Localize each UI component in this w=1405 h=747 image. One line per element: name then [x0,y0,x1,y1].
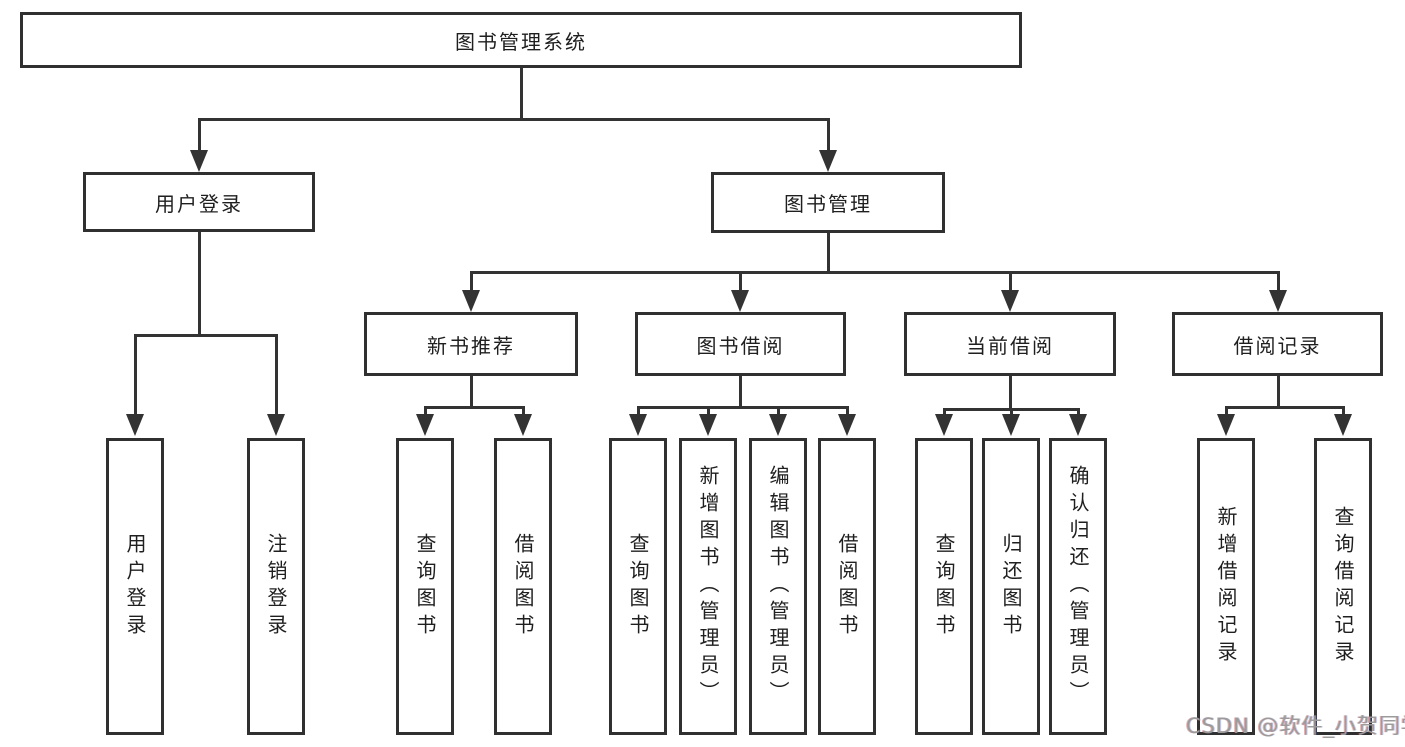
connector-line [1225,406,1345,409]
node-library-management-system: 图书管理系统 [20,12,1022,68]
connector-line [827,118,830,152]
node-label: 图书管理系统 [455,29,587,54]
connector-line [470,271,1280,274]
connector-line [470,374,473,408]
connector-line [1225,406,1228,418]
connector-line [134,334,278,337]
arrow-down-icon [699,414,717,436]
arrow-down-icon [1269,290,1287,312]
arrow-down-icon [190,150,208,172]
connector-line [198,118,830,121]
connector-line [1009,271,1012,292]
connector-line [424,406,427,418]
connector-line [1277,271,1280,292]
leaf-edit-book-admin: 编辑图书（管理员） [749,438,807,735]
connector-line [1010,408,1013,418]
connector-line [134,334,137,416]
connector-line [198,230,201,336]
arrow-down-icon [1217,414,1235,436]
arrow-down-icon [1002,414,1020,436]
leaf-query-books-2: 查询图书 [609,438,667,735]
connector-line [1077,408,1080,418]
arrow-down-icon [462,290,480,312]
node-label: 图书借阅 [696,333,785,358]
connector-line [1277,374,1280,408]
node-current-borrow: 当前借阅 [904,312,1116,376]
arrow-down-icon [819,150,837,172]
arrow-down-icon [1001,290,1019,312]
connector-line [198,118,201,152]
leaf-user-login: 用户登录 [106,438,164,735]
node-label: 用户登录 [155,191,243,216]
node-borrow-records: 借阅记录 [1172,312,1383,376]
arrow-down-icon [935,414,953,436]
connector-line [1009,374,1012,411]
leaf-add-borrow-record: 新增借阅记录 [1197,438,1255,735]
csdn-watermark: CSDN @软件_小贺同学 [1186,714,1405,738]
arrow-down-icon [769,414,787,436]
arrow-down-icon [514,414,532,436]
connector-line [777,406,780,418]
connector-line [707,406,710,418]
arrow-down-icon [731,290,749,312]
connector-line [1342,406,1345,418]
leaf-logout: 注销登录 [247,438,305,735]
arrow-down-icon [629,414,647,436]
connector-line [637,406,849,409]
connector-line [520,66,523,121]
arrow-down-icon [1334,414,1352,436]
node-book-management: 图书管理 [711,172,945,233]
connector-line [275,334,278,416]
leaf-query-books-3: 查询图书 [915,438,973,735]
arrow-down-icon [126,414,144,436]
leaf-add-book-admin: 新增图书（管理员） [679,438,737,735]
arrow-down-icon [1069,414,1087,436]
connector-line [739,374,742,408]
leaf-borrow-books-1: 借阅图书 [494,438,552,735]
connector-line [943,408,946,418]
leaf-query-books-1: 查询图书 [396,438,454,735]
node-book-borrow: 图书借阅 [635,312,846,376]
arrow-down-icon [416,414,434,436]
connector-line [846,406,849,418]
node-label: 借阅记录 [1233,333,1322,358]
leaf-borrow-books-2: 借阅图书 [818,438,876,735]
connector-line [522,406,525,418]
node-user-login: 用户登录 [83,172,315,232]
leaf-return-book: 归还图书 [982,438,1040,735]
node-new-book-recommend: 新书推荐 [364,312,578,376]
arrow-down-icon [838,414,856,436]
arrow-down-icon [267,414,285,436]
node-label: 新书推荐 [427,333,515,358]
connector-line [637,406,640,418]
leaf-confirm-return-admin: 确认归还（管理员） [1049,438,1107,735]
connector-line [739,271,742,292]
connector-line [827,230,830,274]
connector-line [470,271,473,292]
node-label: 图书管理 [784,192,872,216]
node-label: 当前借阅 [966,333,1054,358]
connector-line [424,406,525,409]
leaf-query-borrow-record: 查询借阅记录 [1314,438,1372,735]
